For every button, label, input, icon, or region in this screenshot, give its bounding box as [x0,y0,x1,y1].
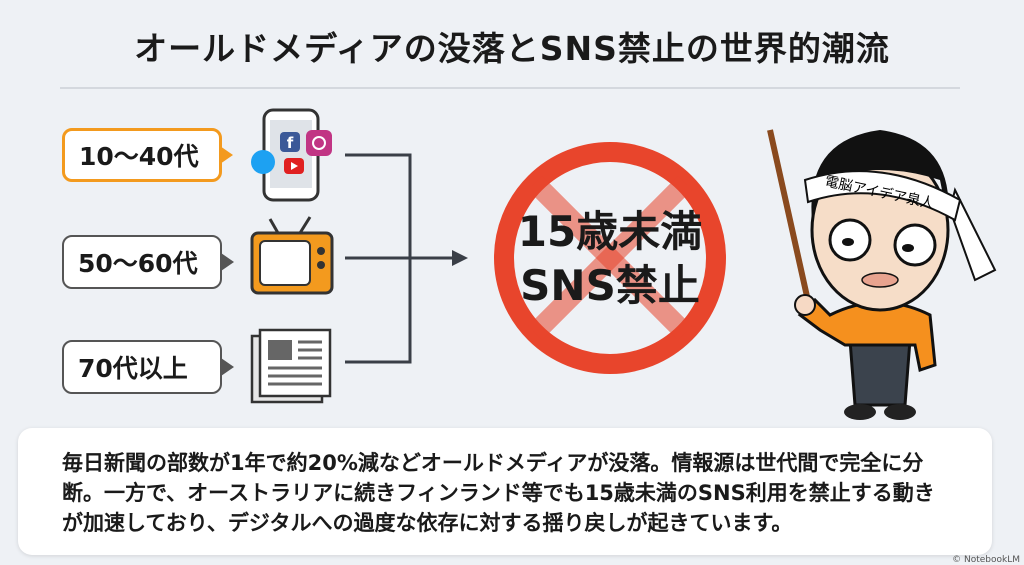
group-label-70plus: 70代以上 [62,340,234,394]
presenter-character-illustration: 電脳アイデア泉人 [767,129,997,420]
newspaper-icon [250,328,332,404]
television-icon [250,216,334,295]
svg-text:f: f [287,134,294,152]
smartphone-sns-icon: f [251,108,332,202]
prohibition-icon [494,142,726,374]
watermark: © NotebookLM [952,555,1020,565]
ban-message: 15歳未満 SNS禁止 [492,205,728,313]
summary-panel: 毎日新聞の部数が1年で約20%減などオールドメディアが没落。情報源は世代間で完全… [18,428,992,555]
divider [60,87,960,89]
flow-connector-arrow [345,153,468,364]
ban-line-1: 15歳未満 [517,207,703,256]
page-title: オールドメディアの没落とSNS禁止の世界的潮流 [134,29,890,68]
pointer-stick [767,129,813,311]
summary-text: 毎日新聞の部数が1年で約20%減などオールドメディアが没落。情報源は世代間で完全… [62,451,935,535]
group-label-10-40: 10〜40代 [62,128,233,182]
ban-line-2: SNS禁止 [520,261,700,310]
group-label-50-60: 50〜60代 [62,235,234,289]
